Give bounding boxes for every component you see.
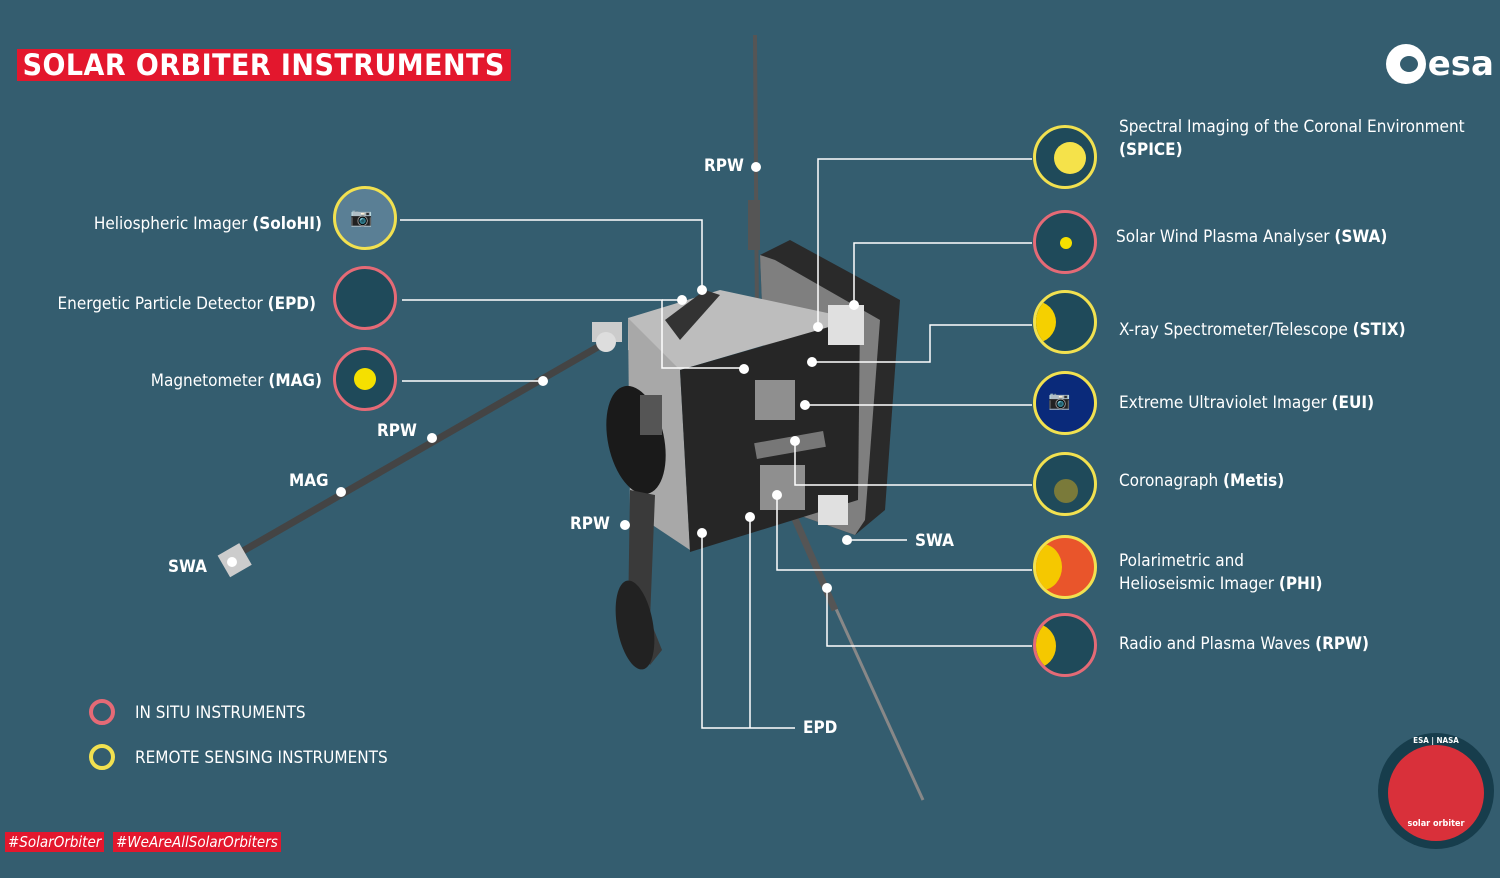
legend-remote-icon	[89, 744, 115, 770]
esa-logo: esa	[1385, 44, 1494, 84]
hashtag-weareallsolarorbiters: #WeAreAllSolarOrbiters	[113, 832, 281, 852]
badge-bottom-text: solar orbiter	[1407, 819, 1465, 829]
tag-rpw-boom: RPW	[377, 421, 417, 441]
rpw-icon	[1033, 613, 1097, 677]
leader-dots	[227, 162, 859, 593]
epd-icon	[333, 266, 397, 330]
label-spice: Spectral Imaging of the Coronal Environm…	[1119, 117, 1465, 160]
label-stix: X-ray Spectrometer/Telescope (STIX)	[1119, 320, 1406, 340]
leader-lines	[400, 158, 1032, 729]
soloHI-icon: 📷	[333, 186, 397, 250]
stix-icon	[1033, 290, 1097, 354]
tag-mag-boom: MAG	[289, 471, 329, 491]
mag-icon	[333, 347, 397, 411]
swa-icon	[1033, 210, 1097, 274]
tag-rpw-top: RPW	[704, 156, 744, 176]
label-mag: Magnetometer (MAG)	[150, 371, 322, 391]
label-soloHI: Heliospheric Imager (SoloHI)	[93, 214, 322, 234]
rpw-antenna-top	[748, 34, 760, 321]
tag-swa-low: SWA	[915, 531, 954, 551]
tag-epd-low: EPD	[803, 718, 838, 738]
eui-icon: 📷	[1033, 371, 1097, 435]
mission-badge: ESA | NASA solar orbiter	[1378, 733, 1494, 849]
label-eui: Extreme Ultraviolet Imager (EUI)	[1119, 393, 1375, 413]
label-rpw: Radio and Plasma Waves (RPW)	[1119, 634, 1369, 654]
tag-swa-boom: SWA	[168, 557, 207, 577]
spacecraft-front	[680, 318, 860, 552]
legend-in-situ: IN SITU INSTRUMENTS	[135, 703, 306, 723]
legend-remote: REMOTE SENSING INSTRUMENTS	[135, 748, 388, 768]
mag-boom	[234, 336, 612, 559]
label-swa: Solar Wind Plasma Analyser (SWA)	[1116, 227, 1388, 247]
badge-top-text: ESA | NASA	[1413, 736, 1459, 745]
page-title: SOLAR ORBITER INSTRUMENTS	[17, 49, 511, 81]
hashtag-solarorbiter: #SolarOrbiter	[5, 832, 105, 852]
label-metis: Coronagraph (Metis)	[1119, 471, 1285, 491]
spice-icon	[1033, 125, 1097, 189]
legend-in-situ-icon	[89, 699, 115, 725]
phi-icon	[1033, 535, 1097, 599]
label-epd: Energetic Particle Detector (EPD)	[57, 294, 316, 314]
esa-logo-icon	[1385, 44, 1426, 84]
metis-icon	[1033, 452, 1097, 516]
tag-rpw-low: RPW	[570, 514, 610, 534]
esa-logo-text: esa	[1427, 44, 1494, 84]
